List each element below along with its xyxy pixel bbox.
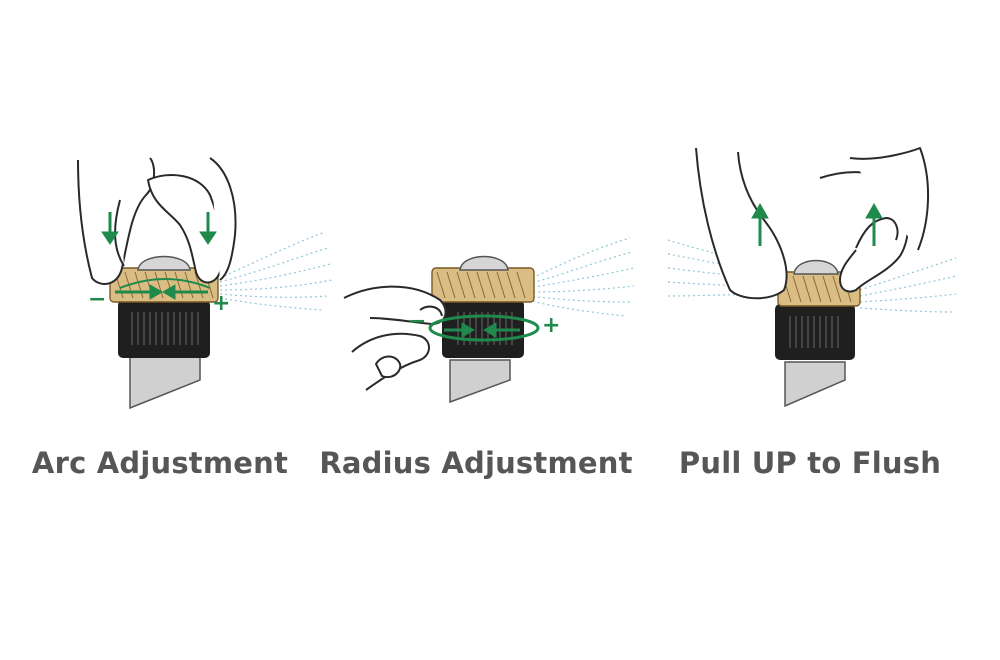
sprinkler-stem <box>449 359 511 404</box>
radius-rotate-arrows-icon <box>428 314 540 342</box>
right-hand <box>147 157 237 284</box>
pull-up-arrow-icon <box>751 202 883 246</box>
arc-rotate-arrows-icon <box>115 278 211 300</box>
pinching-hand <box>343 285 447 391</box>
pull-up-to-flush-panel <box>660 140 960 440</box>
plus-sign: + <box>212 291 230 316</box>
minus-sign: − <box>408 309 426 334</box>
push-down-arrow-icon <box>101 212 217 245</box>
water-spray-icon <box>527 237 635 317</box>
brass-nozzle <box>431 255 535 303</box>
sprinkler-body <box>775 304 855 360</box>
radius-adjustment-caption: Radius Adjustment <box>319 446 633 480</box>
pull-up-illustration <box>667 147 957 408</box>
radius-adjustment-illustration: − + <box>343 237 635 404</box>
radius-adjustment-panel: − + <box>340 140 640 440</box>
sprinkler-stem <box>129 349 201 410</box>
minus-sign: − <box>88 287 106 312</box>
right-hand <box>819 147 930 293</box>
sprinkler-body <box>118 300 210 358</box>
water-spray-icon <box>219 231 333 311</box>
plus-sign: + <box>542 313 560 338</box>
pull-up-to-flush-caption: Pull UP to Flush <box>678 446 942 480</box>
arc-adjustment-panel: − + <box>60 140 360 440</box>
arc-adjustment-illustration: − + <box>77 157 333 410</box>
sprinkler-stem <box>784 361 846 408</box>
left-hand <box>695 147 788 300</box>
arc-adjustment-caption: Arc Adjustment <box>31 446 289 480</box>
